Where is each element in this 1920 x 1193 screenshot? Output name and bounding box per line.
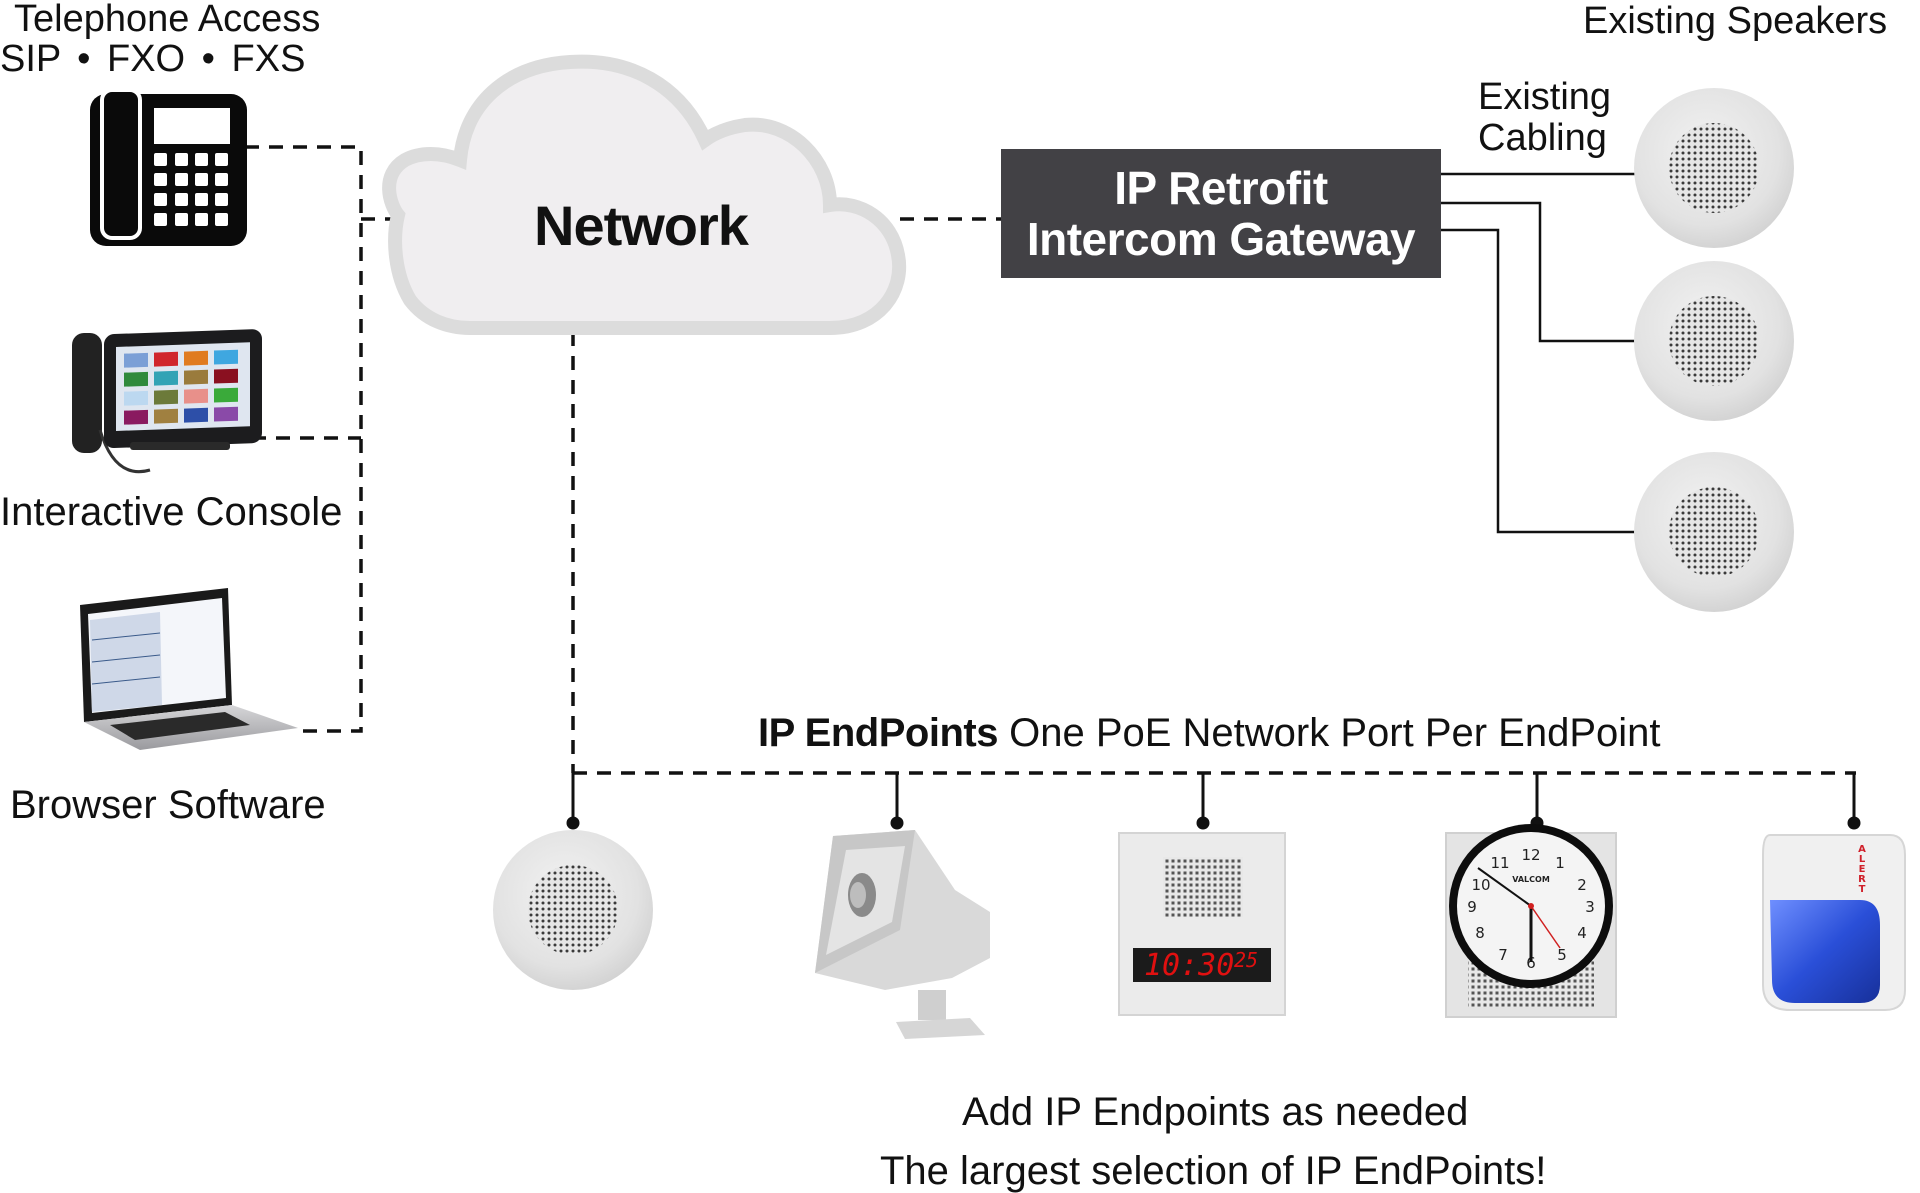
svg-text:2: 2: [1577, 876, 1587, 894]
existing-cabling-lines: [1441, 172, 1660, 534]
browser-software-label: Browser Software: [10, 783, 326, 827]
svg-text:10: 10: [1471, 876, 1490, 894]
existing-cabling-label: Existing Cabling: [1478, 76, 1612, 160]
existing-cabling-line2: Cabling: [1478, 117, 1607, 160]
svg-text:9: 9: [1467, 898, 1477, 916]
svg-text:6: 6: [1526, 954, 1536, 972]
svg-text:7: 7: [1498, 946, 1508, 964]
endpoint-ceiling-speaker: [493, 830, 653, 990]
existing-speaker-2: [1634, 261, 1794, 421]
desk-phone-icon: [90, 88, 247, 246]
clock-display-seconds: 25: [1234, 948, 1258, 972]
existing-speaker-3: [1634, 452, 1794, 612]
existing-speakers: [1634, 88, 1794, 612]
dashed-network-links: [245, 145, 1856, 775]
svg-text:8: 8: [1475, 924, 1485, 942]
svg-text:11: 11: [1490, 854, 1509, 872]
svg-text:5: 5: [1557, 946, 1567, 964]
svg-text:3: 3: [1585, 898, 1595, 916]
gateway-line1: IP Retrofit: [1114, 161, 1328, 214]
telephone-access-title: Telephone Access: [14, 0, 321, 40]
ip-endpoints-heading: IP EndPoints One PoE Network Port Per En…: [758, 713, 1661, 753]
svg-text:12: 12: [1521, 846, 1540, 864]
ip-endpoints-title: IP EndPoints: [758, 711, 998, 755]
existing-speaker-1: [1634, 88, 1794, 248]
ip-retrofit-intercom-gateway: IP Retrofit Intercom Gateway: [1001, 149, 1441, 278]
gateway-line2: Intercom Gateway: [1026, 212, 1416, 265]
telephone-protocols: SIP • FXO • FXS: [0, 38, 306, 80]
ip-endpoints-subtitle: One PoE Network Port Per EndPoint: [1009, 711, 1661, 755]
svg-text:1: 1: [1555, 854, 1565, 872]
footer-line1: Add IP Endpoints as needed: [962, 1090, 1469, 1134]
cable-speaker-2: [1441, 201, 1660, 343]
clock-brand: VALCOM: [1512, 875, 1550, 884]
cable-speaker-3: [1441, 228, 1660, 534]
existing-speakers-title: Existing Speakers: [1583, 0, 1888, 42]
svg-text:4: 4: [1577, 924, 1587, 942]
endpoint-horn-speaker: [815, 830, 990, 1039]
network-cloud: [382, 54, 907, 335]
existing-cabling-line1: Existing: [1478, 76, 1612, 118]
footer-line2: The largest selection of IP EndPoints!: [880, 1149, 1547, 1193]
interactive-console-label: Interactive Console: [0, 490, 343, 534]
endpoint-speaker-digital-clock: 10:30 25: [1118, 832, 1286, 1016]
network-label: Network: [534, 194, 749, 257]
laptop-image: [80, 588, 298, 750]
clock-display-time: 10:30: [1144, 948, 1234, 983]
interactive-console-image: [72, 329, 262, 473]
endpoint-drops: [566, 773, 1861, 830]
